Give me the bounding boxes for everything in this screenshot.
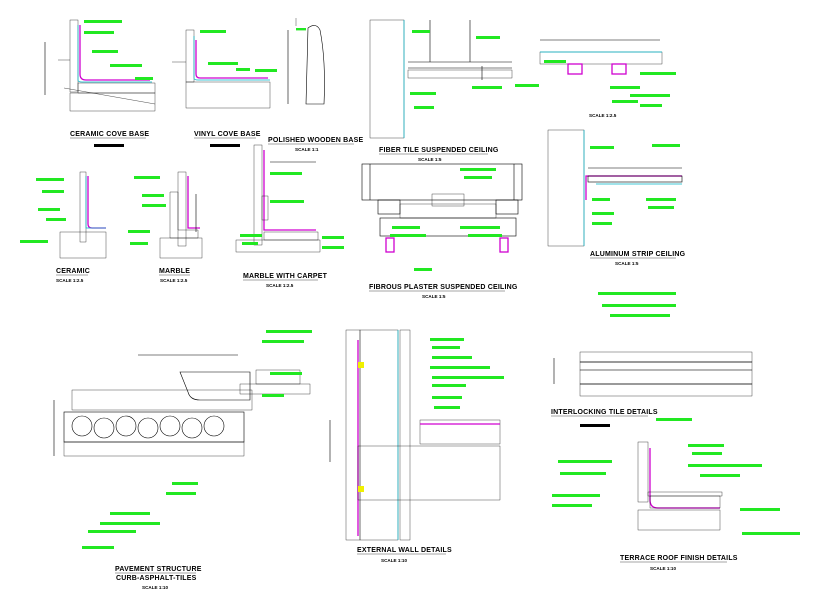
title-vinyl-cove-base: VINYL COVE BASE bbox=[194, 131, 261, 138]
title-interlocking-tile-details: INTERLOCKING TILE DETAILS bbox=[551, 409, 658, 416]
detail-vinyl-cove-base bbox=[172, 29, 277, 147]
scale-terrace-roof-finish-details: SCALE 1:10 bbox=[650, 566, 676, 571]
detail-pavement-structure bbox=[53, 330, 312, 549]
detail-marble bbox=[128, 171, 203, 259]
title-marble-with-carpet: MARBLE WITH CARPET bbox=[243, 273, 328, 280]
scale-marble-with-carpet: SCALE 1:2.5 bbox=[266, 283, 294, 288]
title-ceramic: CERAMIC bbox=[56, 268, 90, 275]
title-marble: MARBLE bbox=[159, 268, 190, 275]
detail-titles: CERAMIC COVE BASE VINYL COVE BASE POLISH… bbox=[56, 113, 738, 590]
detail-marble-with-carpet bbox=[235, 144, 344, 253]
scale-aluminum-strip-ceiling: SCALE 1:5 bbox=[615, 261, 639, 266]
title-aluminum-strip-ceiling: ALUMINUM STRIP CEILING bbox=[590, 251, 686, 258]
scale-ceiling-top-right: SCALE 1:2.5 bbox=[589, 113, 617, 118]
detail-terrace-roof-finish bbox=[552, 441, 800, 535]
detail-fibrous-plaster-suspended-ceiling bbox=[361, 163, 523, 271]
detail-external-wall bbox=[329, 329, 504, 541]
scale-external-wall-details: SCALE 1:10 bbox=[381, 558, 407, 563]
scale-ceramic: SCALE 1:2.5 bbox=[56, 278, 84, 283]
detail-polished-wooden-base bbox=[287, 18, 325, 105]
title-fiber-tile-suspended-ceiling: FIBER TILE SUSPENDED CEILING bbox=[379, 147, 499, 154]
detail-aluminum-strip-ceiling bbox=[547, 129, 683, 247]
scale-fibrous-plaster-suspended-ceiling: SCALE 1:5 bbox=[422, 294, 446, 299]
title-external-wall-details: EXTERNAL WALL DETAILS bbox=[357, 547, 452, 554]
scale-marble: SCALE 1:2.5 bbox=[160, 278, 188, 283]
scale-pavement-structure: SCALE 1:10 bbox=[142, 585, 168, 590]
title-ceramic-cove-base: CERAMIC COVE BASE bbox=[70, 131, 149, 138]
title-terrace-roof-finish-details: TERRACE ROOF FINISH DETAILS bbox=[620, 555, 738, 562]
title-fibrous-plaster-suspended-ceiling: FIBROUS PLASTER SUSPENDED CEILING bbox=[369, 284, 518, 291]
detail-fiber-tile-suspended-ceiling bbox=[369, 19, 539, 139]
detail-ceramic-cove-base bbox=[44, 19, 156, 147]
scale-polished-wooden-base: SCALE 1:1 bbox=[295, 147, 319, 152]
scale-fiber-tile-suspended-ceiling: SCALE 1:5 bbox=[418, 157, 442, 162]
detail-interlocking-tile bbox=[553, 292, 753, 427]
title-underlines bbox=[56, 137, 727, 574]
title-pavement-structure: PAVEMENT STRUCTURE bbox=[115, 566, 202, 573]
detail-ceiling-top-right bbox=[539, 39, 676, 107]
detail-ceramic bbox=[20, 171, 107, 259]
title-polished-wooden-base: POLISHED WOODEN BASE bbox=[268, 137, 364, 144]
subtitle-pavement-structure: CURB-ASPHALT-TILES bbox=[116, 575, 197, 582]
